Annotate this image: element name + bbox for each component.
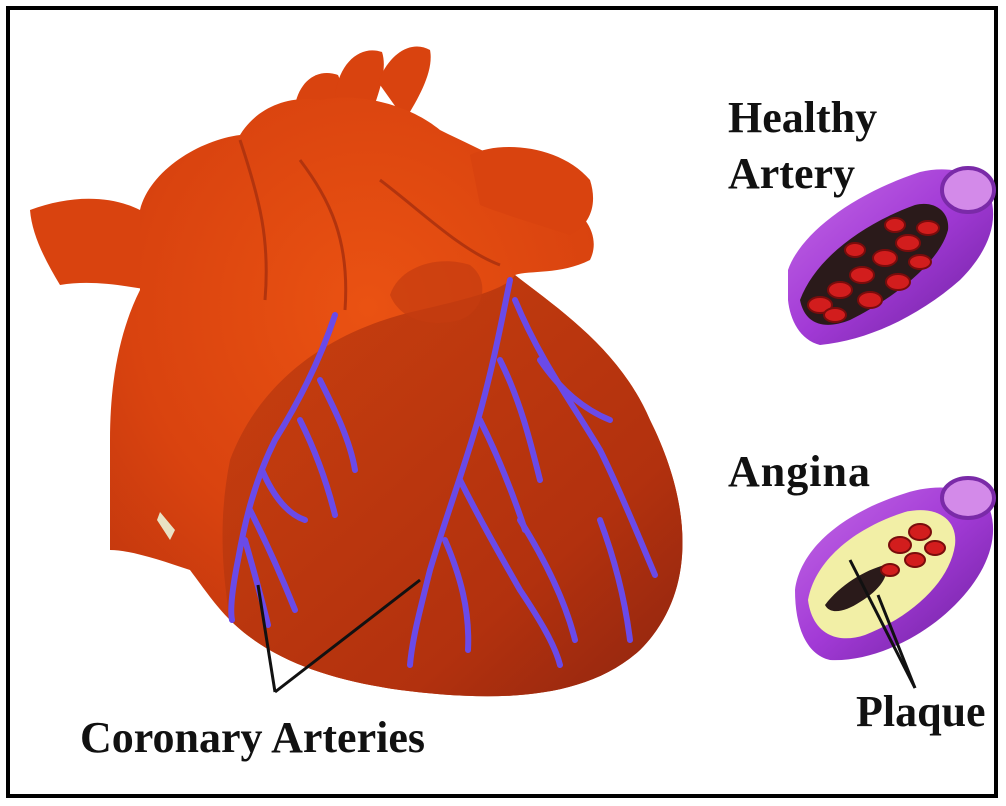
- angina-artery-end: [942, 478, 994, 518]
- blood-cell: [850, 267, 874, 283]
- coronary-arteries-label: Coronary Arteries: [80, 716, 425, 760]
- blood-cell: [905, 553, 925, 567]
- healthy-artery-end: [942, 168, 994, 212]
- blood-cell: [858, 292, 882, 308]
- blood-cell: [925, 541, 945, 555]
- angina-label: Angina: [728, 450, 871, 494]
- blood-cell: [889, 537, 911, 553]
- blood-cell: [885, 218, 905, 232]
- blood-cell: [873, 250, 897, 266]
- blood-cell: [881, 564, 899, 576]
- heart-illustration: [30, 47, 683, 697]
- healthy-label-line1: Healthy: [728, 96, 877, 140]
- blood-cell: [896, 235, 920, 251]
- vena-cava: [30, 199, 150, 290]
- blood-cell: [909, 255, 931, 269]
- blood-cell: [909, 524, 931, 540]
- blood-cell: [828, 282, 852, 298]
- blood-cell: [845, 243, 865, 257]
- blood-cell: [824, 308, 846, 322]
- healthy-label-line2: Artery: [728, 152, 855, 196]
- blood-cell: [917, 221, 939, 235]
- plaque-label: Plaque: [856, 690, 986, 734]
- blood-cell: [886, 274, 910, 290]
